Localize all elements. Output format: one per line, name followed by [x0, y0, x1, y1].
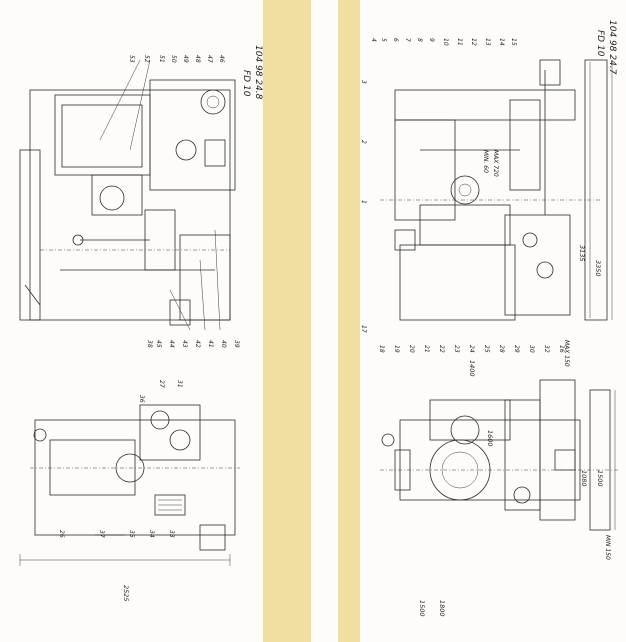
right-callout-19: 21 — [423, 345, 430, 353]
left-title-block: FD 10 104 98 24.8 2525 — [122, 45, 263, 602]
left-callout-20: 34 — [148, 530, 155, 538]
right-callout-1: 14 — [498, 38, 505, 46]
left-callout-5: 48 — [194, 55, 201, 63]
right-dimension-1: 3350 — [594, 260, 602, 277]
right-callout-4: 11 — [456, 38, 463, 46]
right-upper-view — [380, 59, 613, 321]
right-drawing-title: FD 10 — [595, 30, 605, 57]
right-callout-10: 5 — [380, 38, 387, 42]
right-dimension-3: 1500 — [596, 470, 604, 487]
left-callout-6: 47 — [206, 55, 213, 63]
right-callout-24: 28 — [498, 345, 505, 353]
tape-strip-right — [338, 0, 360, 642]
left-callout-18: 31 — [176, 380, 183, 388]
right-callout-3: 12 — [470, 38, 477, 46]
right-callout-14: 1 — [360, 200, 367, 204]
right-note-3: MIN 150 — [604, 535, 611, 560]
right-callout-9: 6 — [392, 38, 399, 42]
right-note-1: MAX 720 — [492, 150, 499, 177]
right-callout-17: 19 — [393, 345, 400, 353]
right-dimension-5: 1600 — [486, 430, 494, 447]
left-callout-13: 40 — [220, 340, 227, 348]
left-callout-12: 41 — [207, 340, 214, 348]
right-note-0: MIN. 60 — [482, 150, 489, 173]
left-callout-4: 49 — [182, 55, 189, 63]
right-title-block: FD 10 104 98 24.7 — [595, 20, 617, 75]
right-callout-12: 3 — [360, 80, 367, 84]
left-callout-22: 37 — [98, 530, 105, 538]
left-callout-7: 46 — [218, 55, 225, 63]
right-callout-5: 10 — [442, 38, 449, 46]
left-callout-21: 35 — [128, 530, 135, 538]
left-upper-view — [19, 59, 236, 331]
left-callout-10: 43 — [181, 340, 188, 348]
right-callout-15: 17 — [360, 325, 367, 333]
right-dimension-2: 1080 — [580, 470, 588, 487]
right-callout-7: 8 — [416, 38, 423, 42]
left-dimension-2525: 2525 — [122, 585, 130, 602]
tape-strip-left — [263, 0, 311, 642]
right-callout-6: 9 — [428, 38, 435, 42]
right-note-2: MAX 150 — [563, 340, 570, 367]
right-callout-18: 20 — [408, 345, 415, 353]
right-callout-21: 23 — [453, 345, 460, 353]
right-lower-view — [380, 379, 620, 531]
right-dimension-6: 1500 — [418, 600, 426, 617]
right-callout-20: 22 — [438, 345, 445, 353]
left-callout-1: 52 — [143, 55, 150, 63]
left-callout-23: 26 — [58, 530, 65, 538]
left-drawing-title: FD 10 — [241, 70, 251, 97]
left-lower-view — [19, 404, 240, 566]
right-callout-16: 18 — [378, 345, 385, 353]
left-callout-labels: 53 52 51 50 49 48 47 46 45 44 43 42 41 40 39 38 36 27 31 33… — [58, 55, 240, 538]
left-callout-14: 39 — [233, 340, 240, 348]
right-callout-25: 29 — [513, 345, 520, 353]
left-drawing-number: 104 98 24.8 — [253, 45, 263, 100]
left-callout-17: 27 — [158, 380, 165, 388]
right-callout-13: 2 — [360, 140, 367, 144]
left-callout-16: 36 — [138, 395, 145, 403]
right-callout-0: 15 — [510, 38, 517, 46]
left-callout-19: 33 — [168, 530, 175, 538]
right-callout-8: 7 — [404, 38, 411, 42]
right-dimension-4: 1400 — [468, 360, 476, 377]
left-callout-3: 50 — [170, 55, 177, 63]
right-dimension-7: 1800 — [438, 600, 446, 617]
right-callout-28: 16 — [558, 345, 565, 353]
right-callout-27: 32 — [543, 345, 550, 353]
right-callout-22: 24 — [468, 345, 475, 353]
right-callout-2: 13 — [484, 38, 491, 46]
right-callout-11: 4 — [370, 38, 377, 42]
left-callout-2: 51 — [158, 55, 165, 63]
left-callout-11: 42 — [194, 340, 201, 348]
left-callout-8: 45 — [155, 340, 162, 348]
right-callout-26: 30 — [528, 345, 535, 353]
left-callout-9: 44 — [168, 340, 175, 348]
right-dimension-0: 3135 — [578, 245, 586, 262]
right-callout-23: 25 — [483, 345, 490, 353]
left-callout-15: 38 — [146, 340, 153, 348]
right-drawing-number: 104 98 24.7 — [607, 20, 617, 75]
left-callout-0: 53 — [128, 55, 135, 63]
right-dimension-labels: 3135 3350 1080 1500 1400 1600 1500 1800 — [418, 245, 604, 617]
